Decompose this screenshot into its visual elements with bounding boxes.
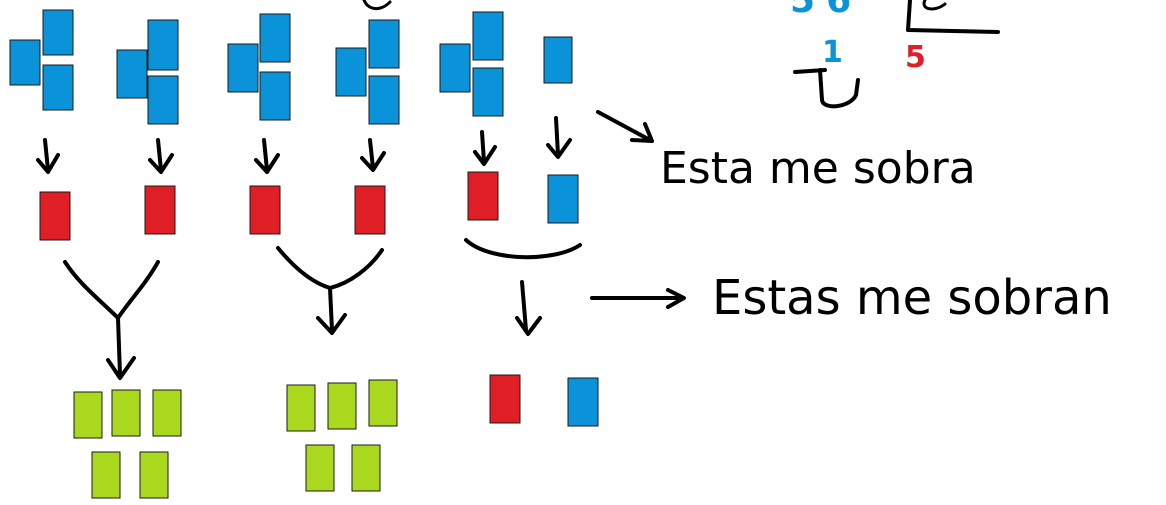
blue-block: [227, 43, 259, 93]
red-blocks-row: [39, 171, 499, 241]
blue-block-leftover-bottom: [567, 377, 599, 427]
green-block: [152, 389, 182, 437]
blue-block: [368, 75, 400, 125]
blue-block: [9, 39, 41, 86]
merge-arrow-icon: [63, 260, 160, 380]
blue-block: [147, 75, 179, 125]
blue-block: [472, 67, 504, 117]
blue-group-1: [9, 9, 74, 111]
red-block: [249, 185, 281, 235]
division-bracket-icon: [906, 0, 1000, 34]
red-block-leftover: [489, 374, 521, 424]
arrow-right-icon: [596, 110, 654, 143]
arrow-down-icon: [360, 138, 386, 172]
green-block: [368, 379, 398, 427]
arrow-down-icon: [473, 130, 497, 166]
green-block: [73, 391, 103, 439]
blue-block: [439, 43, 471, 93]
green-block: [111, 389, 141, 437]
division-dividend: 5'6: [790, 0, 851, 21]
division-quotient: 5: [905, 40, 926, 75]
arrow-right-icon: [590, 288, 686, 309]
arrow-down-icon: [36, 138, 60, 174]
division-annotation: 5'6 1 5: [790, 0, 1000, 109]
blue-block-single: [543, 36, 573, 84]
blue-block: [42, 9, 74, 56]
note-two-left: Estas me sobran: [712, 270, 1112, 326]
arrow-down-icon: [546, 116, 572, 159]
arrow-down-icon: [515, 280, 542, 336]
red-block: [39, 191, 71, 241]
green-block: [305, 444, 335, 492]
green-block: [351, 444, 381, 492]
bracket-icon: [464, 238, 582, 260]
blue-block: [147, 19, 179, 71]
blue-block: [335, 47, 367, 97]
merge-arrow-icon: [276, 246, 384, 335]
division-remainder: 1: [822, 35, 843, 70]
arrows-row-1: [36, 116, 572, 174]
partial-stroke-top: [362, 0, 392, 10]
remainder-loop-icon: [793, 68, 860, 109]
red-block: [354, 185, 386, 235]
green-group-2: [286, 379, 398, 492]
division-bracket-partial: [922, 0, 947, 11]
green-block: [91, 451, 121, 499]
red-block: [144, 185, 176, 235]
blue-group-4: [335, 19, 400, 125]
blue-block: [259, 13, 291, 63]
green-block: [327, 382, 357, 430]
red-block: [467, 171, 499, 221]
blue-block: [116, 49, 148, 99]
green-block: [139, 451, 169, 499]
green-block: [286, 384, 316, 432]
blue-block: [259, 71, 291, 121]
blue-group-5: [439, 11, 504, 117]
blue-group-2: [116, 19, 179, 125]
arrow-down-icon: [254, 138, 280, 174]
blue-block-leftover: [547, 174, 579, 224]
blue-block: [368, 19, 400, 69]
note-one-left: Esta me sobra: [660, 143, 976, 194]
green-group-1: [73, 389, 182, 499]
blue-group-3: [227, 13, 291, 121]
blue-block: [42, 64, 74, 111]
arrow-down-icon: [148, 138, 174, 174]
blue-block: [472, 11, 504, 61]
